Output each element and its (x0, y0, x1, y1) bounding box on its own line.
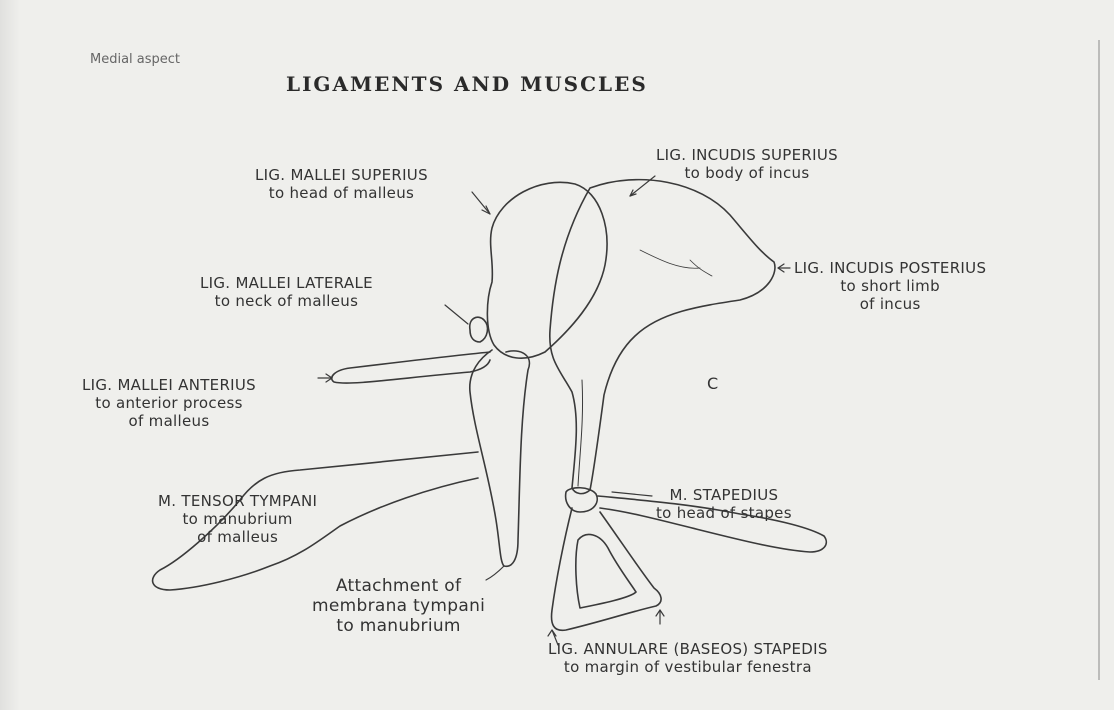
label-line: LIG. MALLEI LATERALE (200, 274, 373, 292)
incus-body-outline (550, 180, 775, 494)
label-line: Attachment of (312, 576, 485, 596)
label-line: to manubrium (312, 616, 485, 636)
label-line: to body of incus (656, 164, 838, 182)
leader-attachment (486, 566, 504, 580)
malleus-head-outline (487, 182, 607, 358)
label-line: M. STAPEDIUS (656, 486, 792, 504)
figure-letter: C (707, 374, 718, 393)
label-tensor-tympani: M. TENSOR TYMPANI to manubrium of malleu… (158, 492, 317, 546)
label-annulare: LIG. ANNULARE (BASEOS) STAPEDIS to margi… (548, 640, 828, 676)
stapes-foramen (576, 534, 636, 608)
label-line: LIG. INCUDIS POSTERIUS (794, 259, 986, 277)
label-line: to head of stapes (656, 504, 792, 522)
label-line: LIG. INCUDIS SUPERIUS (656, 146, 838, 164)
label-line: LIG. MALLEI ANTERIUS (82, 376, 256, 394)
leader-mallei-superius (472, 192, 490, 214)
label-incudis-superius: LIG. INCUDIS SUPERIUS to body of incus (656, 146, 838, 182)
label-attachment: Attachment of membrana tympani to manubr… (312, 576, 485, 636)
label-line: LIG. ANNULARE (BASEOS) STAPEDIS (548, 640, 828, 658)
label-mallei-anterius: LIG. MALLEI ANTERIUS to anterior process… (82, 376, 256, 430)
label-line: of incus (794, 295, 986, 313)
label-mallei-laterale: LIG. MALLEI LATERALE to neck of malleus (200, 274, 373, 310)
page-title: LIGAMENTS AND MUSCLES (286, 72, 648, 96)
label-mallei-superius: LIG. MALLEI SUPERIUS to head of malleus (255, 166, 428, 202)
label-line: LIG. MALLEI SUPERIUS (255, 166, 428, 184)
label-line: of malleus (158, 528, 317, 546)
label-line: to neck of malleus (200, 292, 373, 310)
label-line: of malleus (82, 412, 256, 430)
label-incudis-posterius: LIG. INCUDIS POSTERIUS to short limb of … (794, 259, 986, 313)
label-line: to short limb (794, 277, 986, 295)
label-line: M. TENSOR TYMPANI (158, 492, 317, 510)
label-line: membrana tympani (312, 596, 485, 616)
malleus-lateral-process (470, 317, 488, 342)
leader-mallei-laterale (445, 305, 468, 324)
stapes-crura (552, 508, 662, 630)
leader-stapedius (612, 492, 652, 496)
malleus-manubrium (470, 350, 530, 566)
label-line: to manubrium (158, 510, 317, 528)
anterior-ligament (332, 352, 490, 383)
label-line: to margin of vestibular fenestra (548, 658, 828, 676)
label-line: to head of malleus (255, 184, 428, 202)
incus-long-limb-shade (578, 380, 583, 486)
label-stapedius: M. STAPEDIUS to head of stapes (656, 486, 792, 522)
label-line: to anterior process (82, 394, 256, 412)
stapes-head (566, 488, 598, 512)
corner-note: Medial aspect (90, 52, 180, 67)
